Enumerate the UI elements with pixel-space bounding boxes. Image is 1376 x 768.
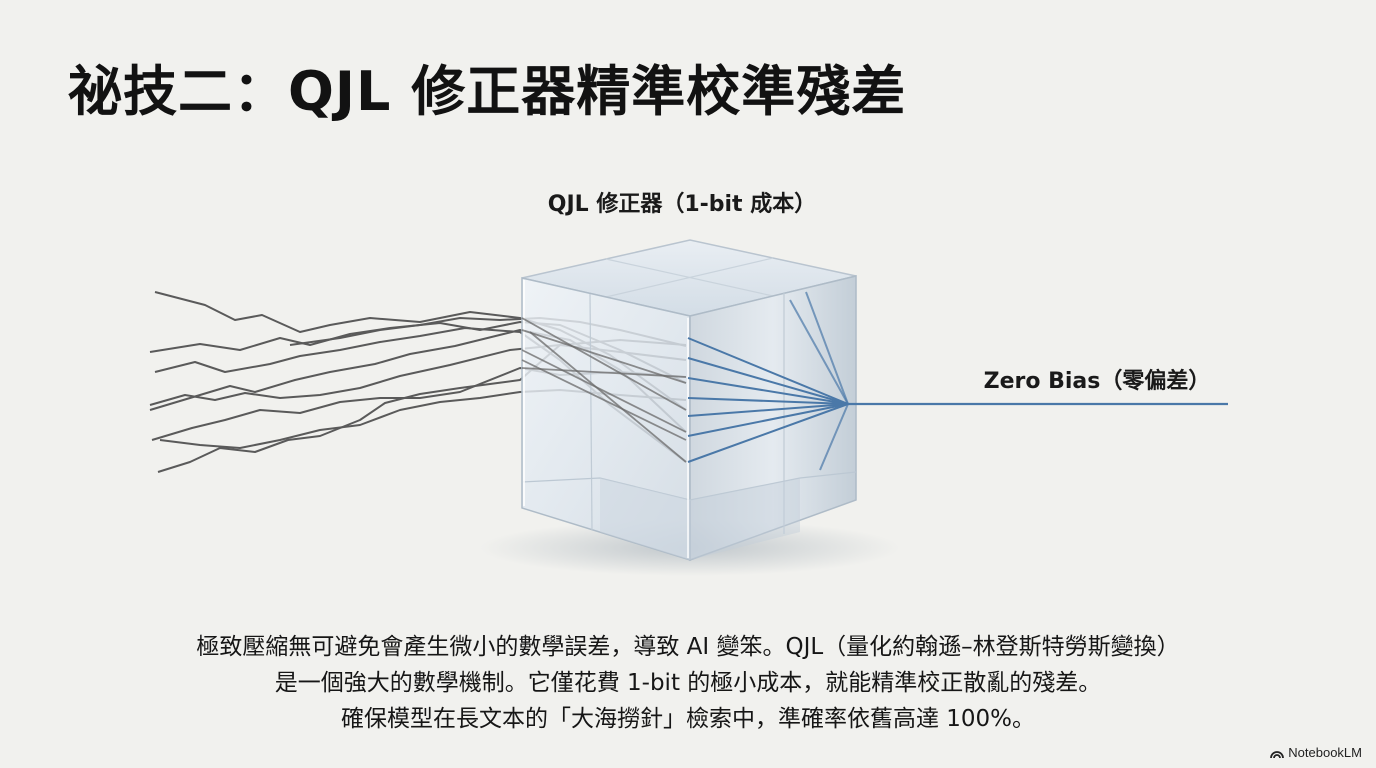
zero-bias-label: Zero Bias（零偏差） bbox=[984, 368, 1211, 394]
caption-line-2: 是一個強大的數學機制。它僅花費 1-bit 的極小成本，就能精準校正散亂的殘差。 bbox=[0, 665, 1376, 701]
caption-line-3: 確保模型在長文本的「大海撈針」檢索中，準確率依舊高達 100%。 bbox=[0, 701, 1376, 737]
watermark-text: NotebookLM bbox=[1288, 745, 1362, 760]
caption-line-1: 極致壓縮無可避免會產生微小的數學誤差，導致 AI 變笨。QJL（量化約翰遜–林登… bbox=[0, 629, 1376, 665]
qjl-cube bbox=[522, 240, 856, 560]
notebooklm-watermark: NotebookLM bbox=[1270, 745, 1362, 760]
caption-text: 極致壓縮無可避免會產生微小的數學誤差，導致 AI 變笨。QJL（量化約翰遜–林登… bbox=[0, 629, 1376, 737]
cube-label: QJL 修正器（1-bit 成本） bbox=[548, 191, 816, 217]
notebooklm-logo-icon bbox=[1270, 747, 1284, 759]
